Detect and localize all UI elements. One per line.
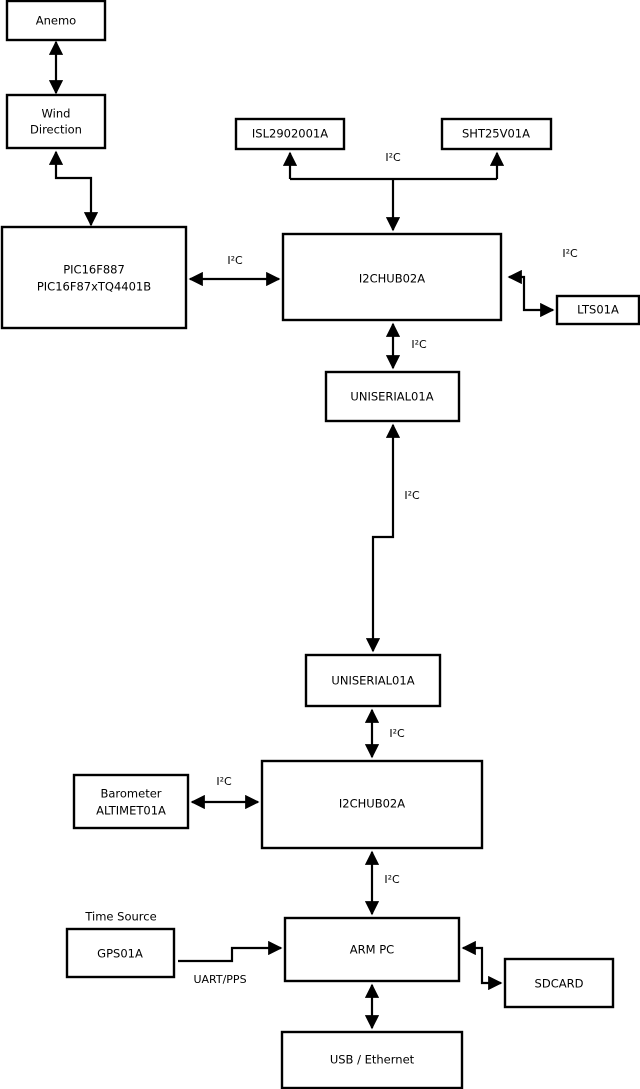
label-time-source: Time Source — [84, 910, 156, 924]
node-i2chub02a-bottom-label: I2CHUB02A — [339, 797, 405, 811]
node-lts01a-label: LTS01A — [577, 303, 619, 317]
node-sdcard[interactable] — [503, 957, 615, 1009]
node-i2chub02a-top[interactable] — [281, 232, 503, 322]
node-anemo[interactable] — [5, 0, 107, 42]
connector-pic-wind — [48, 150, 99, 227]
node-usb-ethernet-label: USB / Ethernet — [330, 1053, 415, 1067]
node-isl2902001a-label: ISL2902001A — [252, 127, 328, 141]
node-gps01a-label: GPS01A — [97, 947, 143, 961]
edge-label-i2c-top-sensors: I²C — [385, 151, 401, 164]
edge-label-i2c-pic-hub: I²C — [227, 254, 243, 267]
node-pic-microcontroller[interactable] — [0, 225, 188, 330]
node-uniserial01a-top-label: UNISERIAL01A — [350, 390, 433, 404]
node-i2chub02a-bottom[interactable] — [260, 759, 484, 850]
node-sht25v01a[interactable] — [440, 117, 553, 151]
node-pic-label-line1: PIC16F887 — [63, 263, 125, 277]
node-uniserial01a-bottom-label: UNISERIAL01A — [331, 674, 414, 688]
connector-hubtop-lts — [507, 269, 555, 318]
node-uniserial01a-bottom[interactable] — [304, 653, 442, 708]
edge-label-i2c-uniserial-link: I²C — [404, 489, 420, 502]
edge-label-i2c-hub-uniserial: I²C — [411, 338, 427, 351]
edge-label-i2c-barometer-hub: I²C — [216, 775, 232, 788]
node-gps01a[interactable] — [65, 927, 176, 979]
node-wind-direction[interactable] — [5, 93, 107, 150]
edge-label-i2c-uniserial-hub: I²C — [389, 727, 405, 740]
edge-label-i2c-hub-armpc: I²C — [384, 873, 400, 886]
node-arm-pc-label: ARM PC — [350, 943, 394, 957]
connector-armpc-sdcard — [461, 940, 503, 991]
edge-label-uart-pps: UART/PPS — [193, 973, 246, 986]
node-pic-label-line2: PIC16F87xTQ4401B — [37, 280, 151, 294]
node-barometer[interactable] — [72, 773, 190, 830]
edge-label-i2c-hub-lts: I²C — [562, 247, 578, 260]
connector-gps-armpc — [178, 940, 283, 963]
node-wind-direction-label-line2: Direction — [30, 123, 82, 137]
node-uniserial01a-top[interactable] — [324, 370, 461, 423]
connector-uniserial-link — [365, 423, 401, 653]
node-barometer-label-line1: Barometer — [100, 787, 161, 801]
node-sht25v01a-label: SHT25V01A — [462, 127, 530, 141]
node-sdcard-label: SDCARD — [535, 977, 584, 991]
node-arm-pc[interactable] — [283, 916, 461, 983]
node-i2chub02a-top-label: I2CHUB02A — [359, 272, 425, 286]
node-lts01a[interactable] — [555, 294, 640, 326]
node-anemo-label: Anemo — [36, 14, 76, 28]
node-isl2902001a[interactable] — [234, 117, 346, 151]
node-usb-ethernet[interactable] — [280, 1030, 464, 1089]
node-barometer-label-line2: ALTIMET01A — [96, 804, 166, 818]
node-wind-direction-label-line1: Wind — [42, 107, 71, 121]
